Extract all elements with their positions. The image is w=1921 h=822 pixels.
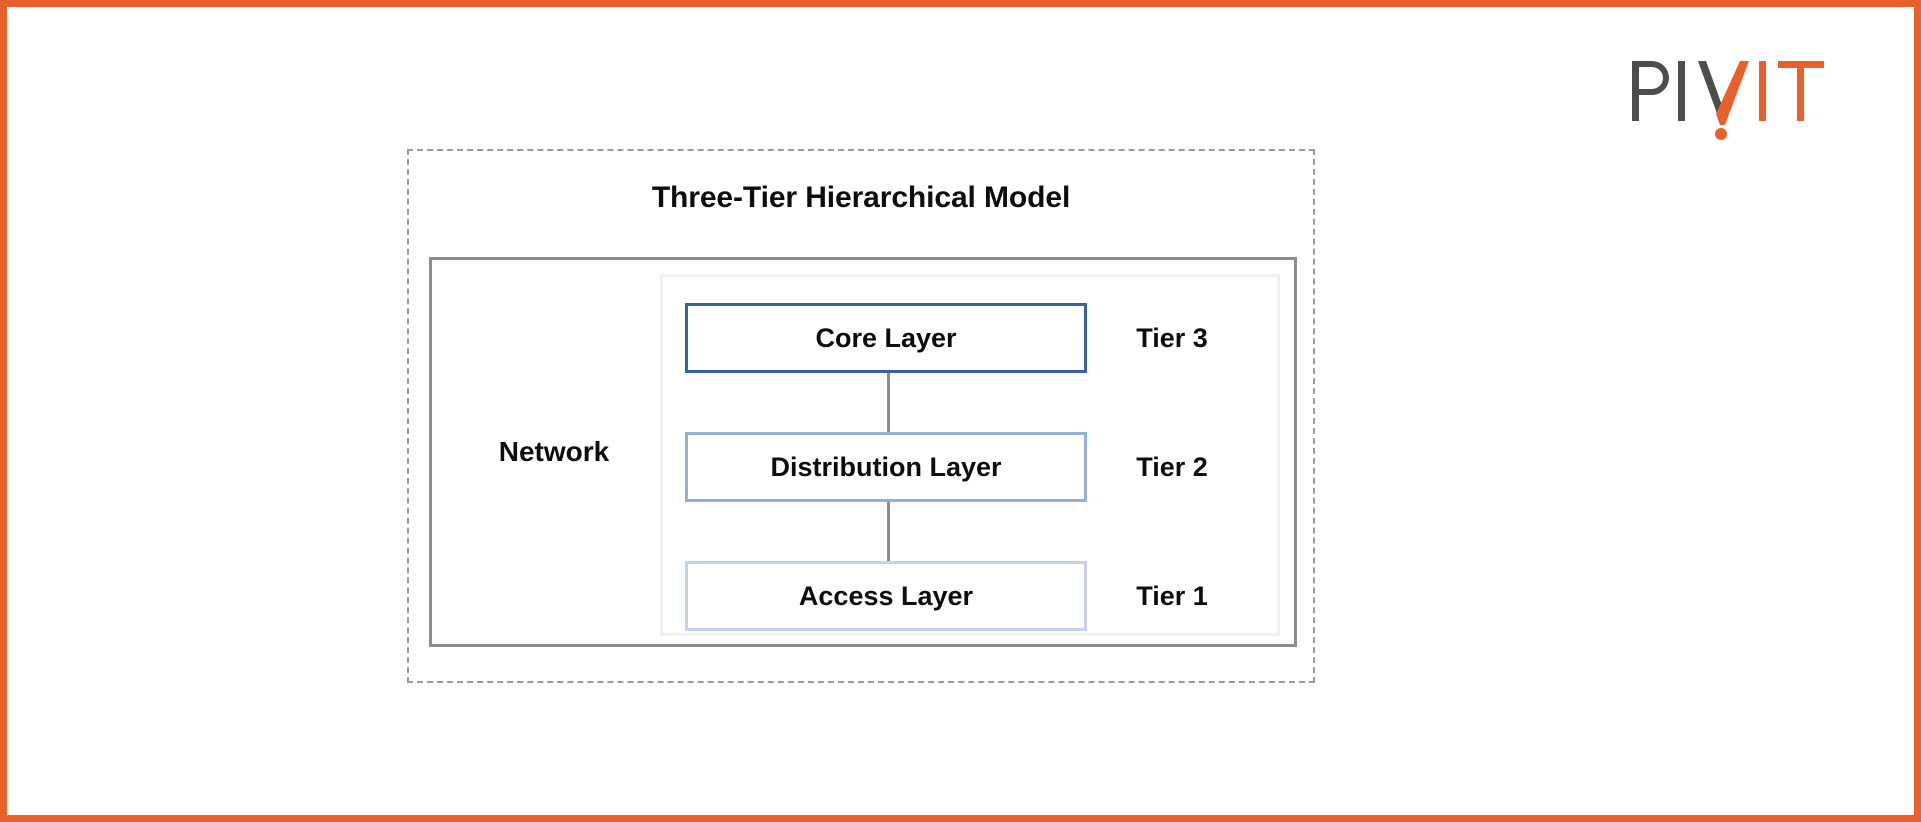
tier-2-label: Tier 2 xyxy=(1136,451,1208,482)
page-title: Three-Tier Hierarchical Model xyxy=(651,181,1071,214)
pivit-logo xyxy=(1628,55,1828,141)
tier-stack-wrapper: Core Layer Tier 3 Distribution Layer Tie… xyxy=(660,274,1280,636)
connector-distribution-to-access xyxy=(887,502,890,561)
network-container: Network Core Layer Tier 3 Distribution L… xyxy=(429,257,1297,647)
three-tier-model-container: Three-Tier Hierarchical Model Network Co… xyxy=(407,149,1315,683)
tier-row: Distribution Layer Tier 2 xyxy=(685,432,1265,502)
tier-3-label: Tier 3 xyxy=(1136,322,1208,353)
tier-1-label: Tier 1 xyxy=(1136,580,1208,611)
core-layer-box[interactable]: Core Layer xyxy=(685,303,1087,373)
access-layer-box[interactable]: Access Layer xyxy=(685,561,1087,631)
pivit-logo-icon xyxy=(1632,61,1824,140)
distribution-layer-box[interactable]: Distribution Layer xyxy=(685,432,1087,502)
tier-row: Core Layer Tier 3 xyxy=(685,303,1265,373)
tier-row: Access Layer Tier 1 xyxy=(685,561,1265,631)
network-label: Network xyxy=(498,436,610,467)
connector-core-to-distribution xyxy=(887,373,890,432)
